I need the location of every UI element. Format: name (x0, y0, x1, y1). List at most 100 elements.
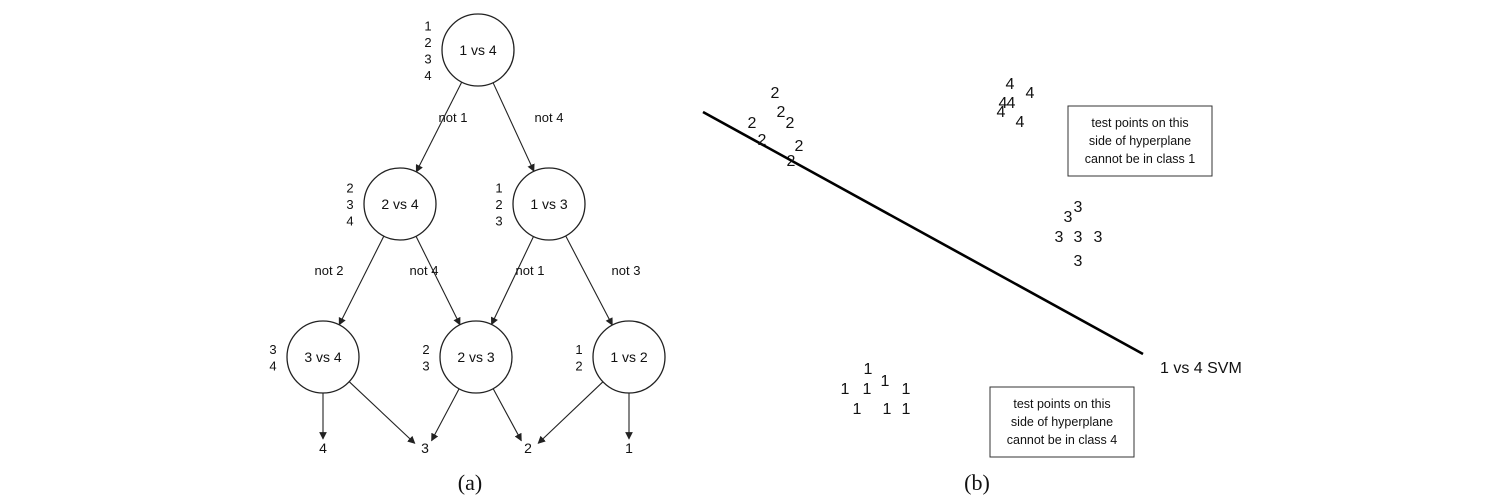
class-1-point: 1 (864, 361, 873, 378)
class-1-point: 1 (853, 401, 862, 418)
note-top-box: test points on this side of hyperplane c… (1067, 105, 1213, 177)
class-4-point: 4 (1026, 85, 1035, 102)
node-n14: 1 vs 4 1 23 4 (424, 13, 515, 87)
edge-label-n24-n34: not 2 (315, 263, 344, 278)
class-2-point: 2 (786, 115, 795, 132)
leaf-1: 1 (625, 440, 633, 456)
edge-n14-n13 (492, 82, 535, 173)
note-bottom-box: test points on this side of hyperplane c… (989, 386, 1135, 458)
node-n23: 2 vs 3 23 (422, 320, 513, 394)
node-class-item: 3 (346, 197, 353, 212)
class-3-point: 3 (1074, 253, 1083, 270)
node-n12: 1 vs 2 12 (575, 320, 666, 394)
edge-label-n13-n12: not 3 (612, 263, 641, 278)
class-3-point: 3 (1064, 209, 1073, 226)
class-3-point: 3 (1074, 229, 1083, 246)
node-label: 1 vs 2 (610, 349, 648, 365)
caption-b: (b) (964, 470, 990, 495)
class-1-point: 1 (841, 381, 850, 398)
node-circle (363, 167, 437, 241)
node-class-item: 1 (495, 181, 502, 196)
class-1-point: 1 (902, 381, 911, 398)
class-2-point: 2 (795, 138, 804, 155)
node-circle (286, 320, 360, 394)
note-top-line-3: cannot be in class 1 (1085, 152, 1196, 166)
class-4-point: 4 (1016, 114, 1025, 131)
svm-hyperplane (702, 110, 1144, 356)
edge-n24-n23 (415, 235, 461, 326)
node-label: 1 vs 3 (530, 196, 568, 212)
svm-label: 1 vs 4 SVM (1160, 360, 1242, 377)
note-top-line-2: side of hyperplane (1089, 134, 1191, 148)
edge-n24-n34 (338, 235, 385, 326)
edge-label-n13-n23: not 1 (516, 263, 545, 278)
note-top-line-1: test points on this (1091, 116, 1188, 130)
class-3-point: 3 (1055, 229, 1064, 246)
node-class-item: 2 (495, 197, 502, 212)
class-3-point: 3 (1094, 229, 1103, 246)
leaf-2: 2 (524, 440, 532, 456)
class-4-point: 4 (1006, 76, 1015, 93)
node-class-item: 2 (575, 358, 582, 373)
node-class-item: 2 (424, 35, 431, 50)
class-3-point: 3 (1074, 199, 1083, 216)
node-class-item: 3 (424, 51, 431, 66)
edge-n13-n23 (491, 236, 534, 326)
note-bottom-line-3: cannot be in class 4 (1007, 433, 1118, 447)
node-label: 3 vs 4 (304, 349, 342, 365)
edge-label-n14-n24: not 1 (439, 110, 468, 125)
node-class-item: 4 (269, 358, 276, 373)
node-circle (439, 320, 513, 394)
class-1-point: 1 (883, 401, 892, 418)
node-circle (512, 167, 586, 241)
edge-n23-leaf3 (431, 388, 460, 442)
dag-leaves: 4 3 2 1 (319, 440, 633, 456)
class-2-point: 2 (787, 153, 796, 170)
note-bottom-line-2: side of hyperplane (1011, 415, 1113, 429)
node-n34: 3 vs 4 34 (269, 320, 360, 394)
node-circle (441, 13, 515, 87)
edge-n13-n12 (565, 235, 613, 326)
class-2-point: 2 (771, 85, 780, 102)
node-class-item: 1 (575, 342, 582, 357)
node-class-item: 3 (422, 358, 429, 373)
node-circle (592, 320, 666, 394)
node-class-item: 2 (422, 342, 429, 357)
class-1-point: 1 (902, 401, 911, 418)
class-1-point: 1 (863, 381, 872, 398)
node-class-item: 1 (424, 18, 431, 33)
caption-a: (a) (458, 470, 482, 495)
leaf-4: 4 (319, 440, 327, 456)
node-class-item: 2 (346, 181, 353, 196)
edge-n23-leaf2 (492, 388, 522, 442)
edge-n12-leaf2 (537, 381, 604, 444)
class-2-point: 2 (777, 104, 786, 121)
class-4-point: 4 (1007, 95, 1016, 112)
node-class-item: 4 (346, 214, 353, 229)
leaf-3: 3 (421, 440, 429, 456)
edge-n14-n24 (415, 81, 463, 173)
node-class-item: 3 (495, 214, 502, 229)
node-label: 2 vs 3 (457, 349, 495, 365)
node-class-item: 3 (269, 342, 276, 357)
note-bottom-line-1: test points on this (1013, 397, 1110, 411)
class-4-point: 4 (997, 104, 1006, 121)
node-n13: 1 vs 3 12 3 (495, 167, 586, 241)
class-2-point: 2 (748, 115, 757, 132)
node-class-item: 4 (424, 68, 431, 83)
class-1-point: 1 (881, 373, 890, 390)
class-2-point: 2 (758, 132, 767, 149)
edge-label-n24-n23: not 4 (410, 263, 439, 278)
node-label: 1 vs 4 (459, 42, 497, 58)
edge-n34-leaf3 (348, 381, 416, 444)
